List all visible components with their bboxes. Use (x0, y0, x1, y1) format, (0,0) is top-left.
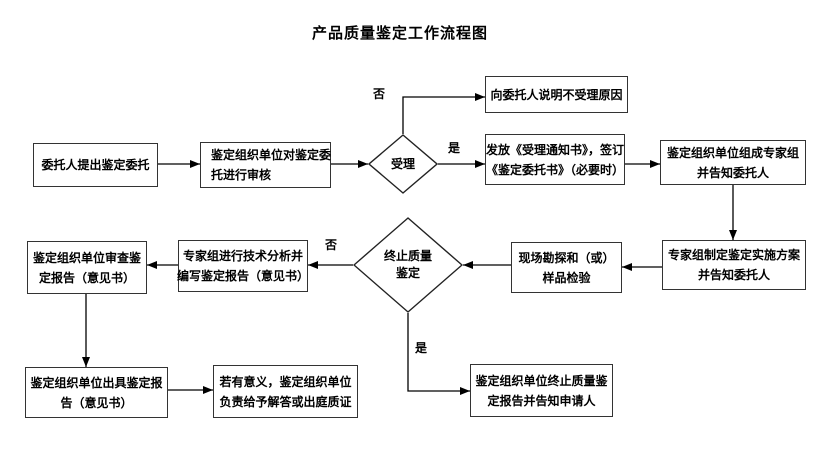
node-court-testimony-label-2: 负责给予解答或出庭质证 (219, 394, 352, 409)
node-entrust-label: 委托人提出鉴定委托 (41, 158, 150, 172)
node-technical-analysis: 专家组进行技术分析并 编写鉴定报告（意见书） (177, 240, 310, 292)
node-court-testimony-label-1: 若有意义，鉴定组织单位 (219, 374, 352, 389)
node-make-plan: 专家组制定鉴定实施方案 并告知委托人 (662, 240, 806, 290)
decision-accept-label: 受理 (390, 156, 415, 171)
node-site-survey-label-2: 样品检验 (542, 270, 591, 285)
node-technical-analysis-label-2: 编写鉴定报告（意见书） (177, 269, 310, 283)
node-form-expert-group-label-1: 鉴定组织单位组成专家组 (666, 145, 799, 160)
decision-accept: 受理 (368, 134, 438, 194)
arrow-terminate-yes-to-terminate-report (407, 313, 470, 395)
label-accept-yes: 是 (448, 141, 461, 155)
node-terminate-report-label-2: 定报告并告知申请人 (487, 393, 596, 408)
node-review-label-2: 托进行审核 (211, 168, 272, 182)
node-form-expert-group-label-2: 并告知委托人 (696, 165, 769, 180)
node-form-expert-group: 鉴定组织单位组成专家组 并告知委托人 (660, 140, 806, 185)
node-court-testimony: 若有意义，鉴定组织单位 负责给予解答或出庭质证 (213, 365, 358, 418)
node-make-plan-label-2: 并告知委托人 (697, 268, 770, 282)
node-issue-report: 鉴定组织单位出具鉴定报 告（意见书） (25, 367, 168, 418)
node-explain-rejection: 向委托人说明不受理原因 (485, 76, 628, 113)
node-review-report-label-1: 鉴定组织单位审查鉴 (32, 250, 141, 265)
node-issue-notice-label-2: 《鉴定委托书》（必要时） (486, 162, 625, 177)
decision-terminate-label-2: 鉴定 (395, 266, 420, 280)
node-explain-rejection-label: 向委托人说明不受理原因 (490, 87, 623, 102)
node-review-report: 鉴定组织单位审查鉴 定报告（意见书） (27, 241, 147, 294)
node-make-plan-label-1: 专家组制定鉴定实施方案 (667, 248, 800, 262)
node-technical-analysis-label-1: 专家组进行技术分析并 (182, 249, 303, 263)
decision-terminate: 终止质量 鉴定 (353, 217, 463, 313)
diamond-shape-icon (353, 217, 463, 313)
node-issue-report-label-1: 鉴定组织单位出具鉴定报 (30, 375, 163, 390)
node-terminate-report-label-1: 鉴定组织单位终止质量鉴 (475, 373, 608, 388)
node-site-survey-label-1: 现场勘探和（或） (518, 250, 615, 265)
label-terminate-yes: 是 (415, 341, 428, 355)
node-issue-notice-label-1: 发放《受理通知书》，签订 (486, 142, 625, 157)
node-review-label-1: 鉴定组织单位对鉴定委 (211, 148, 332, 162)
node-site-survey: 现场勘探和（或） 样品检验 (511, 242, 622, 293)
page-title: 产品质量鉴定工作流程图 (311, 24, 488, 42)
node-review-report-label-2: 定报告（意见书） (38, 270, 135, 285)
diamond-shape-icon (368, 134, 438, 194)
node-entrust: 委托人提出鉴定委托 (33, 143, 158, 187)
arrow-accept-no-to-explain (402, 93, 485, 134)
label-terminate-no: 否 (325, 238, 338, 252)
label-accept-no: 否 (373, 87, 386, 101)
node-issue-report-label-2: 告（意见书） (60, 395, 133, 410)
node-review: 鉴定组织单位对鉴定委 托进行审核 (200, 142, 331, 188)
decision-terminate-label-1: 终止质量 (383, 249, 432, 263)
node-terminate-report: 鉴定组织单位终止质量鉴 定报告并告知申请人 (470, 364, 613, 417)
node-issue-notice: 发放《受理通知书》，签订 《鉴定委托书》（必要时） (485, 134, 625, 185)
